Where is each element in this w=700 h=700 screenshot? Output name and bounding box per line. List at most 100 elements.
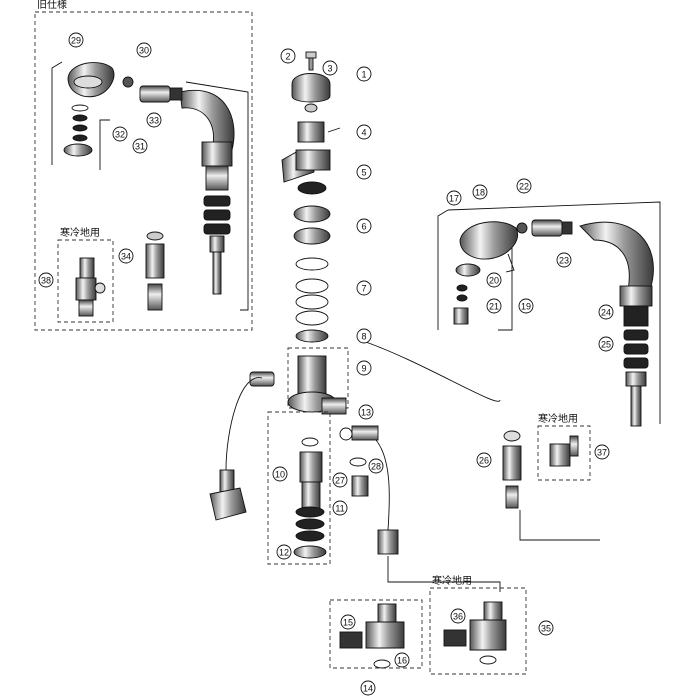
old-hose-connector [139,85,183,103]
new-spout [579,221,654,427]
callout-10: 10 [272,466,288,482]
old-cold-region-frame [57,239,114,323]
callout-number: 20 [489,276,499,286]
callout-7: 7 [356,280,372,296]
callout-number: 10 [275,470,285,480]
callout-number: 33 [149,116,159,126]
callout-number: 4 [361,128,366,138]
callout-2: 2 [280,48,296,64]
handle-sleeve [297,121,325,143]
old-spec-frame [34,11,253,331]
old-shower-head [67,62,115,98]
callout-number: 19 [521,302,531,312]
lever-handle [281,149,331,195]
callout-number: 38 [41,276,51,286]
callout-number: 2 [285,52,290,62]
callout-number: 28 [371,462,381,472]
cold-stop-valve-35 [443,601,507,665]
callout-number: 15 [343,618,353,628]
callout-number: 17 [449,194,459,204]
new-hose-connector [531,219,573,237]
callout-number: 6 [361,222,366,232]
callout-number: 25 [601,340,611,350]
callout-23: 23 [556,252,572,268]
o-ring-top [295,257,329,271]
old-cold-region-label: 寒冷地用 [60,226,100,239]
callout-28: 28 [368,458,384,474]
callout-27: 27 [332,472,348,488]
coupling-26 [502,430,522,509]
callout-number: 13 [361,408,371,418]
callout-30: 30 [136,42,152,58]
callout-number: 8 [361,332,366,342]
callout-number: 9 [361,364,366,374]
callout-18: 18 [472,184,488,200]
callout-11: 11 [332,500,348,516]
callout-8: 8 [356,328,372,344]
cartridge-assembly [293,437,327,559]
callout-number: 11 [335,504,344,514]
callout-number: 30 [139,46,149,56]
callout-number: 36 [453,612,463,622]
cap-screw [305,51,317,59]
callout-37: 37 [594,444,610,460]
old-washer-stack [63,104,93,157]
callout-number: 14 [363,684,373,694]
callout-4: 4 [356,124,372,140]
small-o-ring-28 [349,457,367,467]
supply-hose-elbow [209,371,275,521]
callout-32: 32 [112,126,128,142]
callout-number: 21 [489,302,499,312]
new-shower-head [453,221,518,325]
callout-12: 12 [276,544,292,560]
callout-9: 9 [356,360,372,376]
callout-17: 17 [446,190,462,206]
callout-number: 23 [559,256,569,266]
old-coupling [145,231,165,311]
callout-19: 19 [518,298,534,314]
cold-region-label-bottom: 寒冷地用 [432,574,472,587]
callout-26: 26 [476,452,492,468]
callout-number: 16 [397,656,407,666]
old-spec-label: 旧仕様 [37,0,67,11]
cold-region-label-right: 寒冷地用 [538,412,578,425]
small-fitting-27 [351,475,369,497]
callout-number: 27 [335,476,345,486]
callout-3: 3 [322,60,338,76]
callout-number: 26 [479,456,489,466]
ring-upper [293,205,331,223]
hose-nut-lower [377,529,399,555]
callout-29: 29 [68,32,84,48]
callout-number: 3 [327,64,332,74]
callout-number: 12 [279,548,289,558]
callout-33: 33 [146,112,162,128]
callout-number: 37 [597,448,607,458]
callout-25: 25 [598,336,614,352]
callout-31: 31 [132,138,148,154]
callout-number: 31 [135,142,145,152]
callout-14: 14 [360,680,376,696]
callout-number: 35 [541,624,551,634]
callout-36: 36 [450,608,466,624]
cold-valve-37 [549,435,579,467]
callout-21: 21 [486,298,502,314]
stop-valve-14 [339,603,405,669]
callout-number: 7 [361,284,366,294]
callout-35: 35 [538,620,554,636]
callout-number: 22 [519,182,529,192]
handle-knob [291,73,331,103]
old-cold-valve [75,257,106,317]
callout-38: 38 [38,272,54,288]
faucet-body [287,355,347,415]
callout-5: 5 [356,164,372,180]
callout-number: 24 [601,308,611,318]
callout-number: 1 [361,70,366,80]
callout-1: 1 [356,66,372,82]
callout-20: 20 [486,272,502,288]
new-small-ring [516,222,528,234]
callout-number: 5 [361,168,366,178]
callout-layer: 1234567891011121314151617181920212223242… [38,32,614,696]
outlet-connector [339,425,379,441]
callout-13: 13 [358,404,374,420]
